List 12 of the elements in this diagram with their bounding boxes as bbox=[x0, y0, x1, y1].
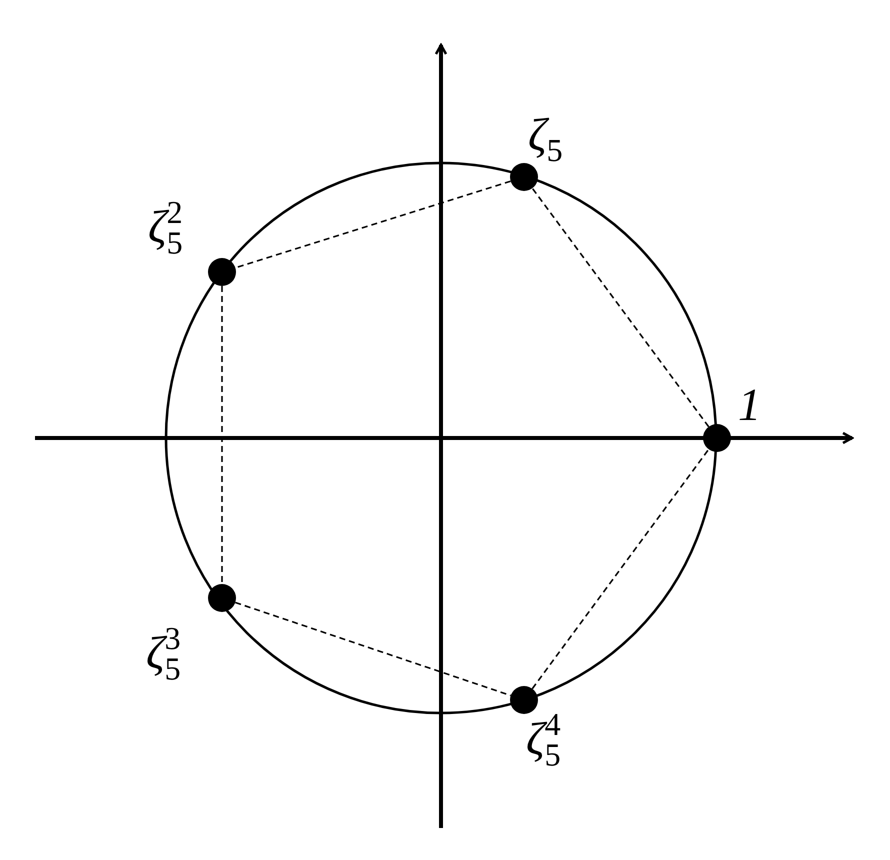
point-dot bbox=[703, 424, 731, 452]
point-label: 1 bbox=[738, 382, 761, 428]
dashed-line bbox=[532, 448, 710, 690]
point-label: ζ$_{5}$ bbox=[528, 112, 563, 166]
dashed-line bbox=[221, 286, 223, 584]
dashed-line bbox=[235, 180, 511, 269]
point-dot bbox=[208, 584, 236, 612]
dashed-line bbox=[235, 602, 511, 696]
point-dot bbox=[208, 258, 236, 286]
dashed-line bbox=[532, 188, 710, 428]
point-dot bbox=[510, 163, 538, 191]
point-dot bbox=[510, 686, 538, 714]
